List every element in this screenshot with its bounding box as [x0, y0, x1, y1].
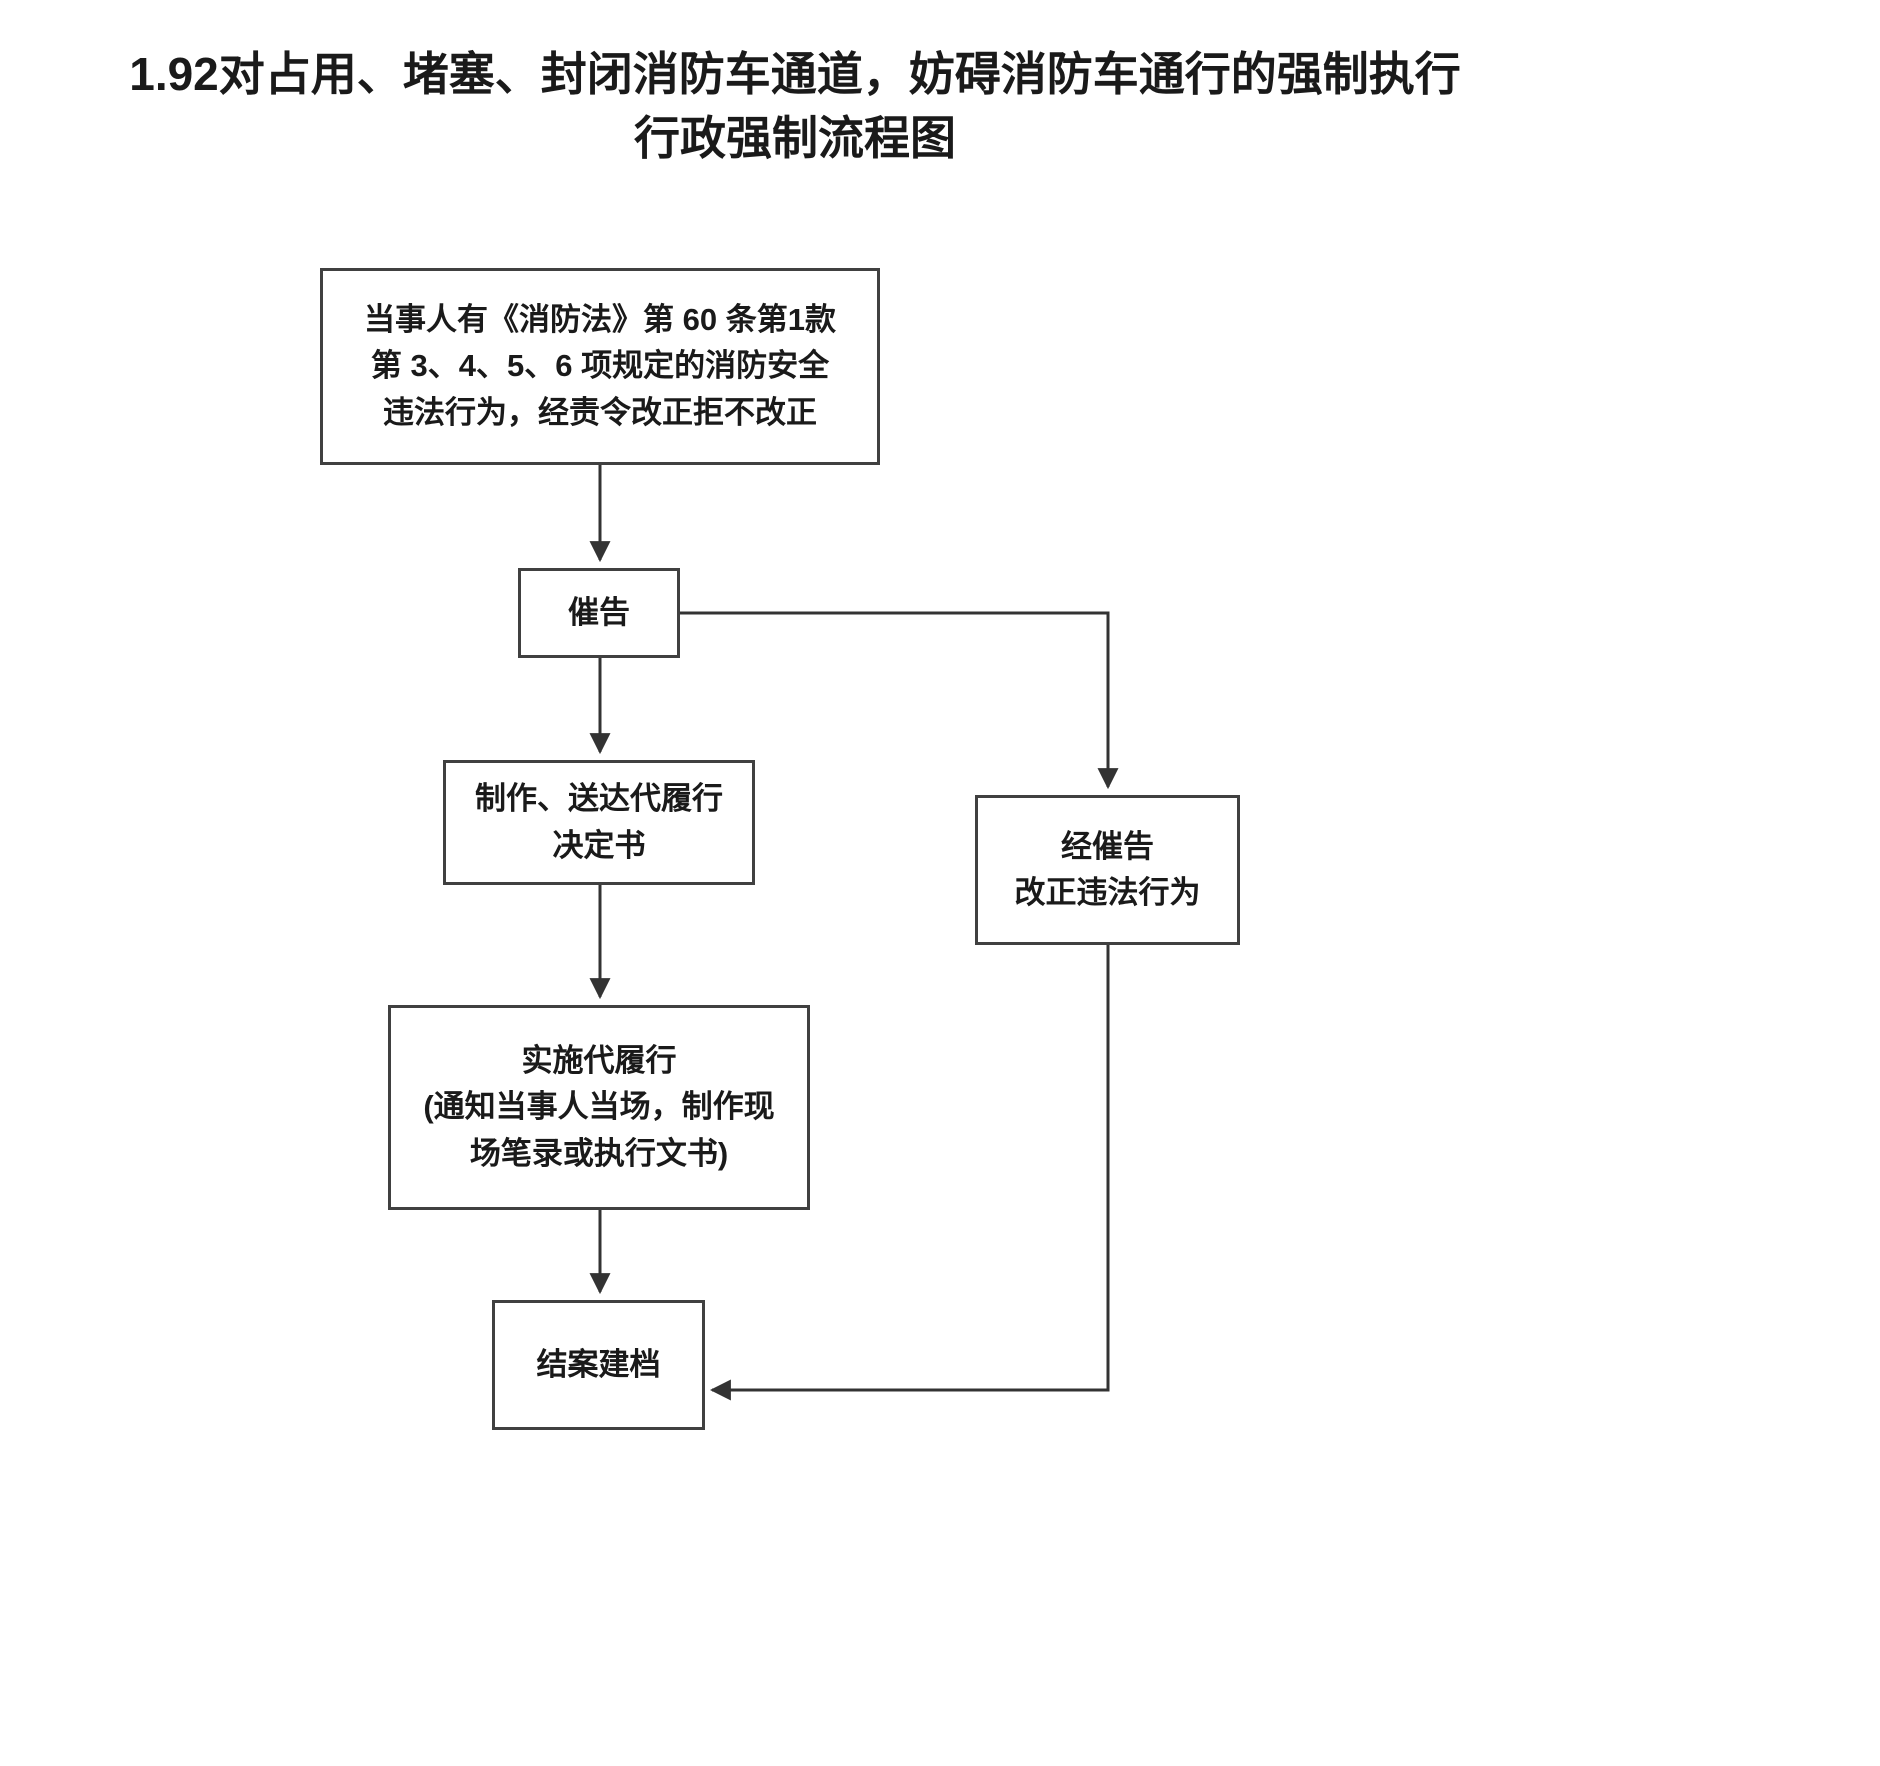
node-close-case: 结案建档 [492, 1300, 705, 1430]
arrow-corrected-to-close-case [709, 945, 1110, 1401]
node-cuigao: 催告 [518, 568, 680, 658]
node-make-deliver: 制作、送达代履行 决定书 [443, 760, 755, 885]
node-corrected: 经催告 改正违法行为 [975, 795, 1240, 945]
node-violation: 当事人有《消防法》第 60 条第1款 第 3、4、5、6 项规定的消防安全 违法… [320, 268, 880, 465]
node-implement: 实施代履行 (通知当事人当场，制作现 场笔录或执行文书) [388, 1005, 810, 1210]
arrow-cuigao-to-corrected [680, 611, 1119, 790]
page-title: 1.92对占用、堵塞、封闭消防车通道，妨碍消防车通行的强制执行 行政强制流程图 [129, 48, 1461, 165]
